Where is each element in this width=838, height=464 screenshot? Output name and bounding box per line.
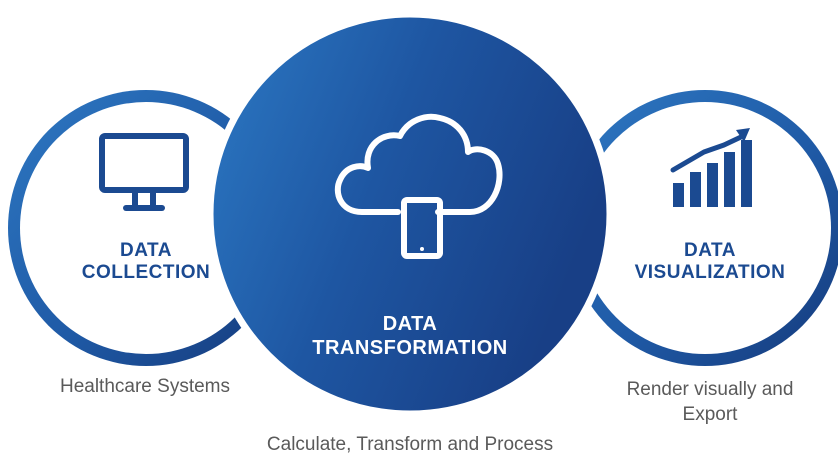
visualization-title-line1: DATA [684, 240, 736, 261]
visualization-ring-inner [579, 102, 831, 354]
collection-title-line2: COLLECTION [81, 262, 211, 284]
transformation-title-line2: TRANSFORMATION [312, 336, 508, 359]
transformation-caption-text: Calculate, Transform and Process [266, 434, 554, 455]
transformation-caption: Calculate, Transform and Process [240, 433, 580, 458]
transformation-title: DATA TRANSFORMATION [300, 313, 520, 360]
collection-title: DATA COLLECTION [46, 240, 246, 285]
visualization-title: DATA VISUALIZATION [610, 240, 810, 285]
collection-caption: Healthcare Systems [20, 375, 270, 400]
visualization-caption: Render visually and Export [590, 378, 830, 427]
visualization-caption-line2: Export [682, 403, 738, 425]
transformation-disc [206, 10, 614, 418]
collection-title-line1: DATA [120, 240, 172, 261]
monitor-icon [99, 133, 189, 211]
collection-caption-text: Healthcare Systems [59, 376, 230, 397]
visualization-title-line2: VISUALIZATION [634, 262, 786, 284]
cloud-tablet-icon [334, 113, 503, 259]
transformation-title-line1: DATA [382, 313, 438, 335]
visualization-caption-line1: Render visually and [626, 379, 794, 400]
bar-chart-trend-icon [670, 128, 752, 207]
collection-ring-inner [20, 102, 272, 354]
